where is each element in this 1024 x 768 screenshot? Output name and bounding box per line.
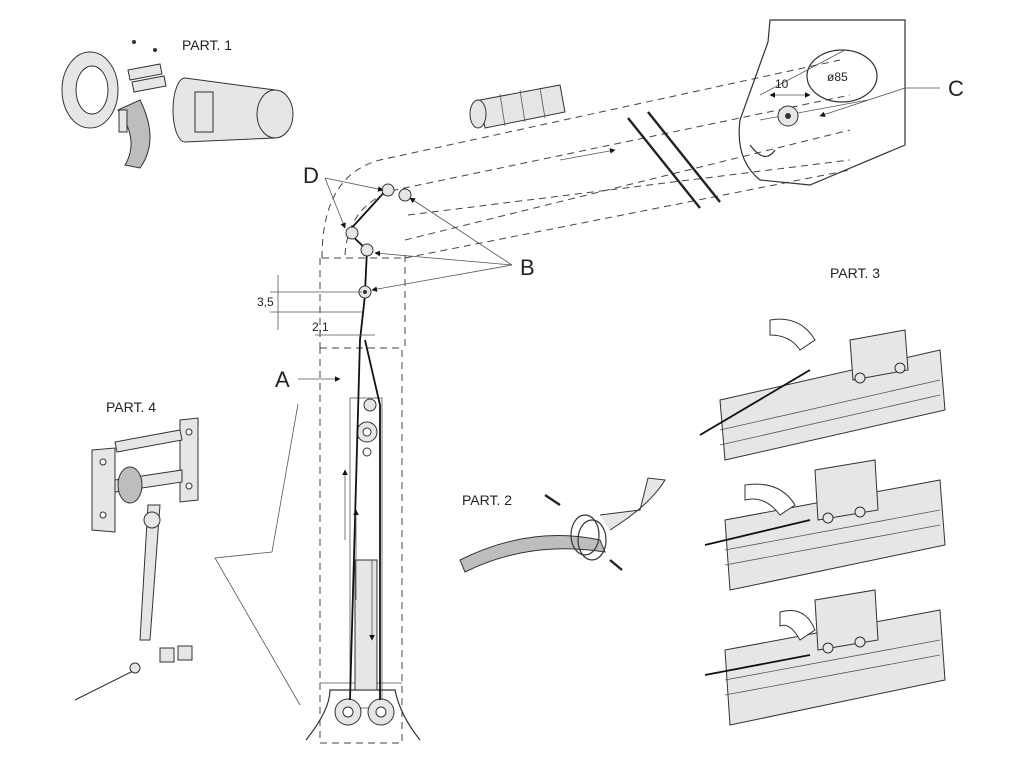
callout-a-group: A xyxy=(275,367,341,392)
callout-a: A xyxy=(275,367,290,392)
vertical-post xyxy=(305,347,421,744)
dimension-3-5: 3,5 xyxy=(257,295,274,309)
part2-drawing: PART. 2 xyxy=(459,477,666,573)
callout-b-group: B xyxy=(371,197,535,292)
part3-drawing: PART. 3 xyxy=(699,265,946,726)
part4-label: PART. 4 xyxy=(106,399,156,415)
profile-section-top xyxy=(469,84,566,129)
part3-label: PART. 3 xyxy=(830,265,880,281)
callout-d: D xyxy=(303,163,319,188)
dimension-2-1: 2,1 xyxy=(312,320,329,334)
part2-label: PART. 2 xyxy=(462,492,512,508)
part4-drawing: PART. 4 xyxy=(74,399,199,701)
callout-d-group: D xyxy=(303,163,384,229)
dimension-diameter: ø85 xyxy=(827,70,848,84)
callout-c: C xyxy=(948,76,964,101)
dimension-group: 3,5 2,1 xyxy=(257,275,375,336)
part1-drawing: PART. 1 xyxy=(61,37,294,169)
dimension-10: 10 xyxy=(775,77,789,91)
callout-b: B xyxy=(520,255,535,280)
cable-path xyxy=(342,187,389,701)
part1-label: PART. 1 xyxy=(182,37,232,53)
detail-c-box: 10 ø85 C xyxy=(738,19,964,186)
upper-arm xyxy=(319,59,851,348)
zoom-wedge xyxy=(214,403,301,706)
